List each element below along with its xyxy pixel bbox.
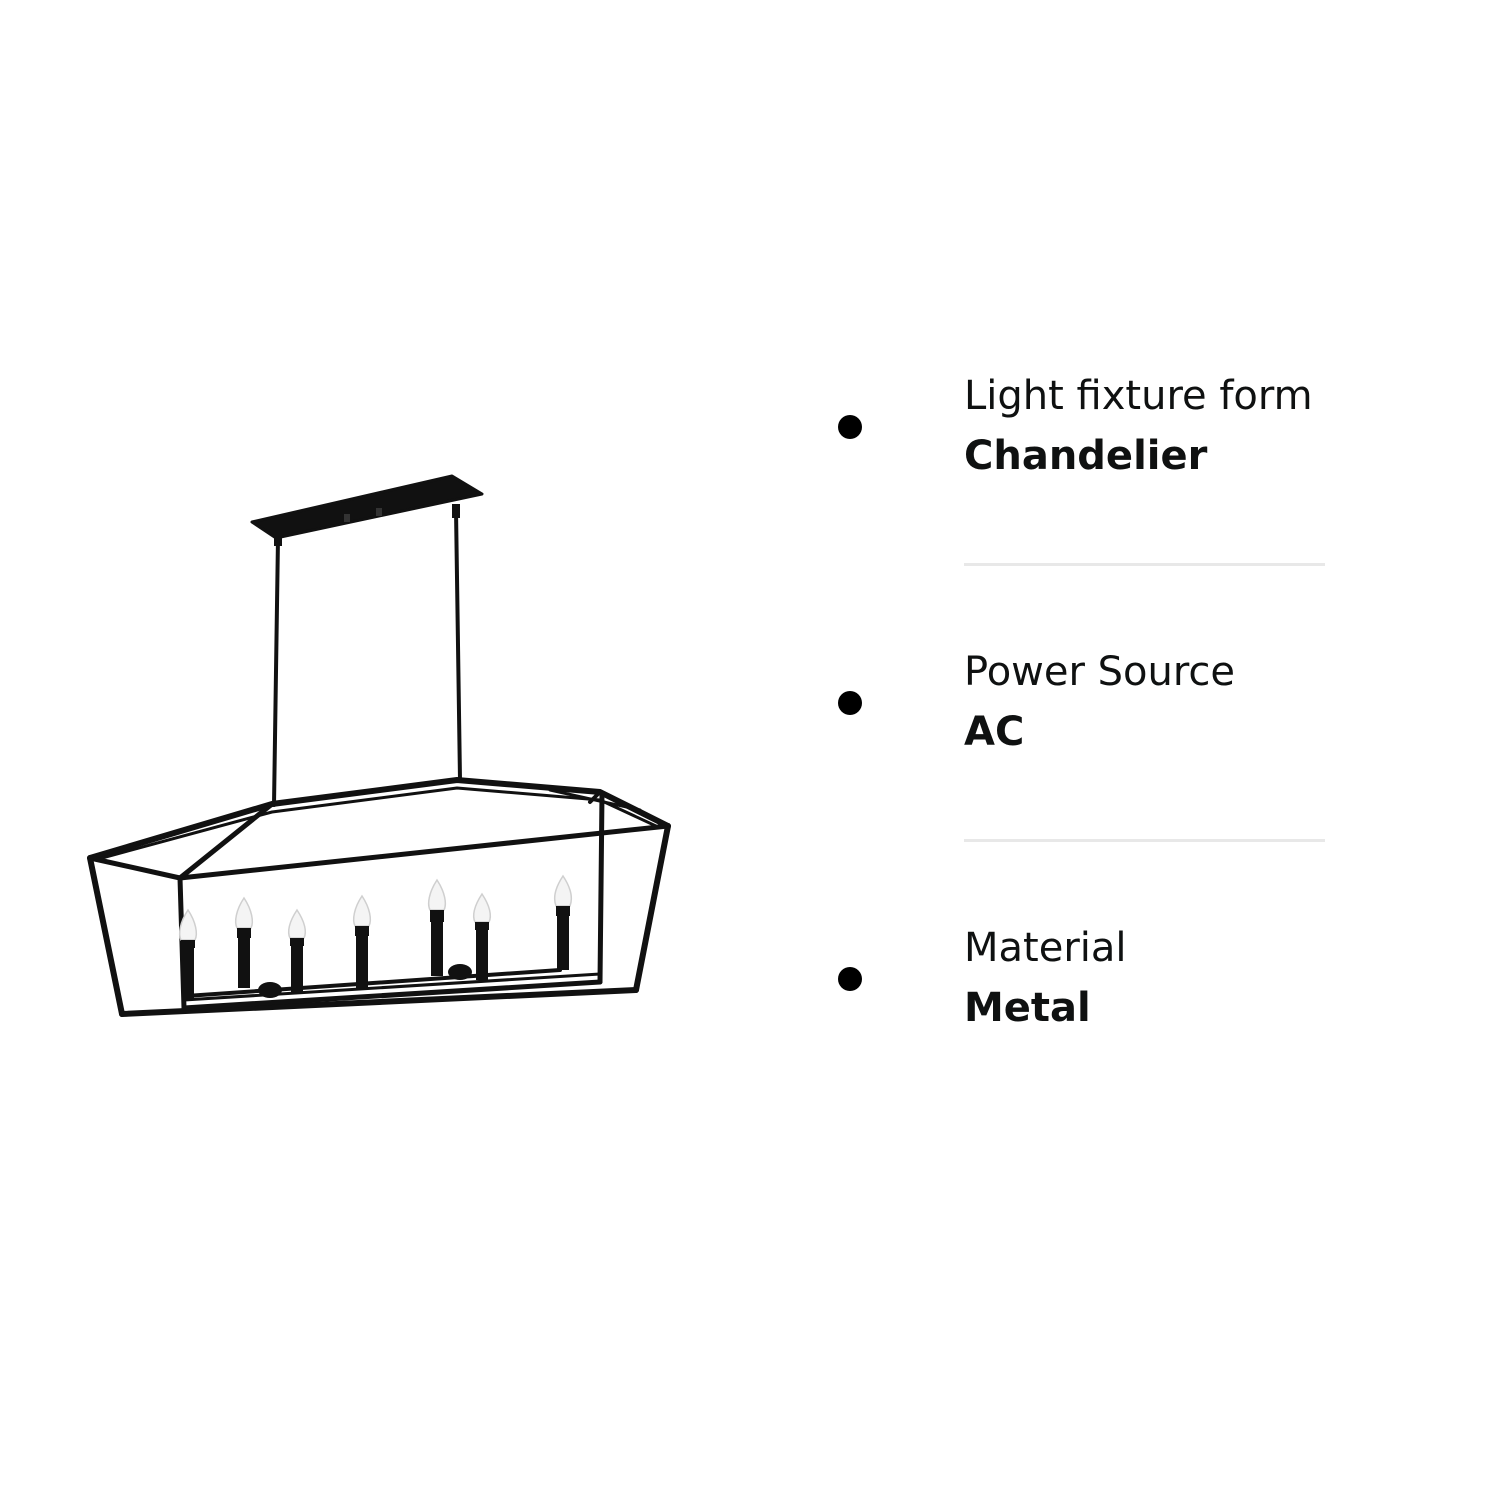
divider [964, 563, 1325, 566]
spec-value: Chandelier [964, 433, 1208, 479]
spec-label: Power Source [964, 649, 1236, 695]
spec-value: AC [964, 709, 1025, 755]
spec-value: Metal [964, 985, 1091, 1031]
spec-label: Material [964, 925, 1127, 971]
bullet-icon [838, 415, 862, 439]
divider [964, 839, 1325, 842]
spec-label: Light fixture form [964, 373, 1313, 419]
bullet-icon [838, 967, 862, 991]
bullet-icon [838, 691, 862, 715]
spec-item-light-fixture-form: Light fixture form Chandelier [830, 360, 1330, 490]
chandelier-icon [87, 474, 671, 1017]
spec-item-material: Material Metal [830, 912, 1330, 1042]
rod-right [454, 508, 462, 782]
rod-left [272, 536, 280, 807]
ceiling-canopy [250, 474, 484, 540]
spec-item-power-source: Power Source AC [830, 636, 1330, 766]
product-image [80, 470, 680, 1030]
